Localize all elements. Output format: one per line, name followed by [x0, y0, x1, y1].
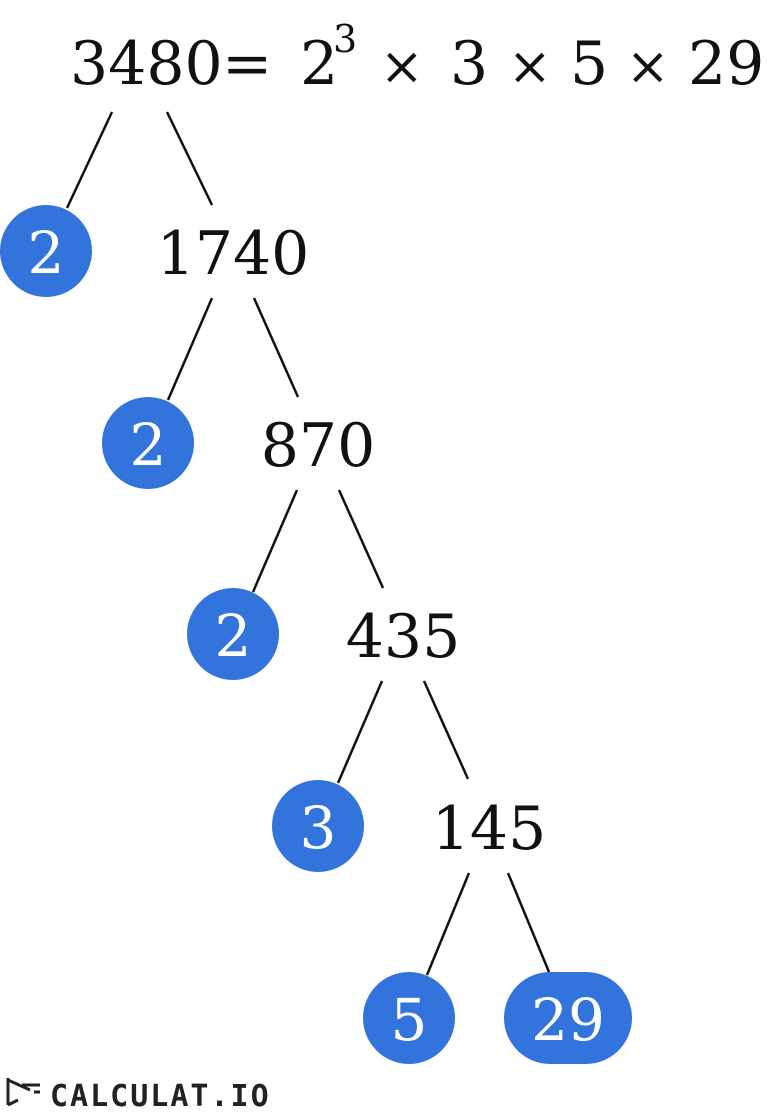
prime-nodes: 2 2 2 3 5 29: [0, 205, 632, 1064]
equation-equals: =: [222, 29, 272, 99]
composite-node: 435: [346, 602, 461, 672]
edge: [506, 872, 551, 973]
prime-pill: [504, 972, 632, 1064]
edge: [422, 680, 470, 780]
edge: [65, 111, 114, 209]
prime-label: 2: [215, 602, 252, 670]
prime-label: 2: [28, 219, 65, 287]
prime-node: 5: [363, 972, 455, 1064]
equation-times-3: ×: [626, 37, 670, 97]
edge: [336, 680, 384, 784]
prime-label: 3: [300, 794, 337, 862]
logo-text: CALCULAT.IO: [50, 1079, 271, 1113]
edge: [165, 111, 214, 206]
equation-base: 2: [300, 29, 338, 99]
equation-times-1: ×: [380, 37, 424, 97]
equation-times-2: ×: [508, 37, 552, 97]
calculat-io-logo: CALCULAT.IO: [6, 1078, 271, 1113]
edge: [251, 489, 299, 593]
composite-node: 1740: [157, 219, 310, 289]
equation-number: 3480: [70, 29, 223, 99]
equation-factor-2: 5: [570, 29, 608, 99]
equation-factor-1: 3: [450, 29, 488, 99]
prime-circle: [0, 205, 92, 297]
composite-nodes: 1740 870 435 145: [157, 219, 547, 864]
edge: [166, 297, 214, 401]
factorization-equation: 3480 = 2 3 × 3 × 5 × 29: [70, 17, 764, 99]
prime-node: 2: [102, 397, 194, 489]
prime-node: 3: [272, 780, 364, 872]
prime-circle: [272, 780, 364, 872]
prime-node: 2: [0, 205, 92, 297]
tree-edges: [65, 111, 551, 976]
prime-node: 2: [187, 588, 279, 680]
edge: [337, 489, 385, 589]
prime-circle: [187, 588, 279, 680]
edge: [425, 872, 471, 976]
equation-exponent: 3: [333, 17, 357, 61]
prime-label: 29: [531, 986, 605, 1054]
prime-label: 5: [391, 986, 428, 1054]
equation-factor-3: 29: [688, 29, 764, 99]
prime-circle: [363, 972, 455, 1064]
composite-node: 870: [261, 411, 376, 481]
calculator-pen-icon: [6, 1078, 40, 1107]
composite-node: 145: [432, 794, 547, 864]
edge: [252, 297, 300, 398]
prime-label: 2: [130, 411, 167, 479]
prime-circle: [102, 397, 194, 489]
prime-node: 29: [504, 972, 632, 1064]
